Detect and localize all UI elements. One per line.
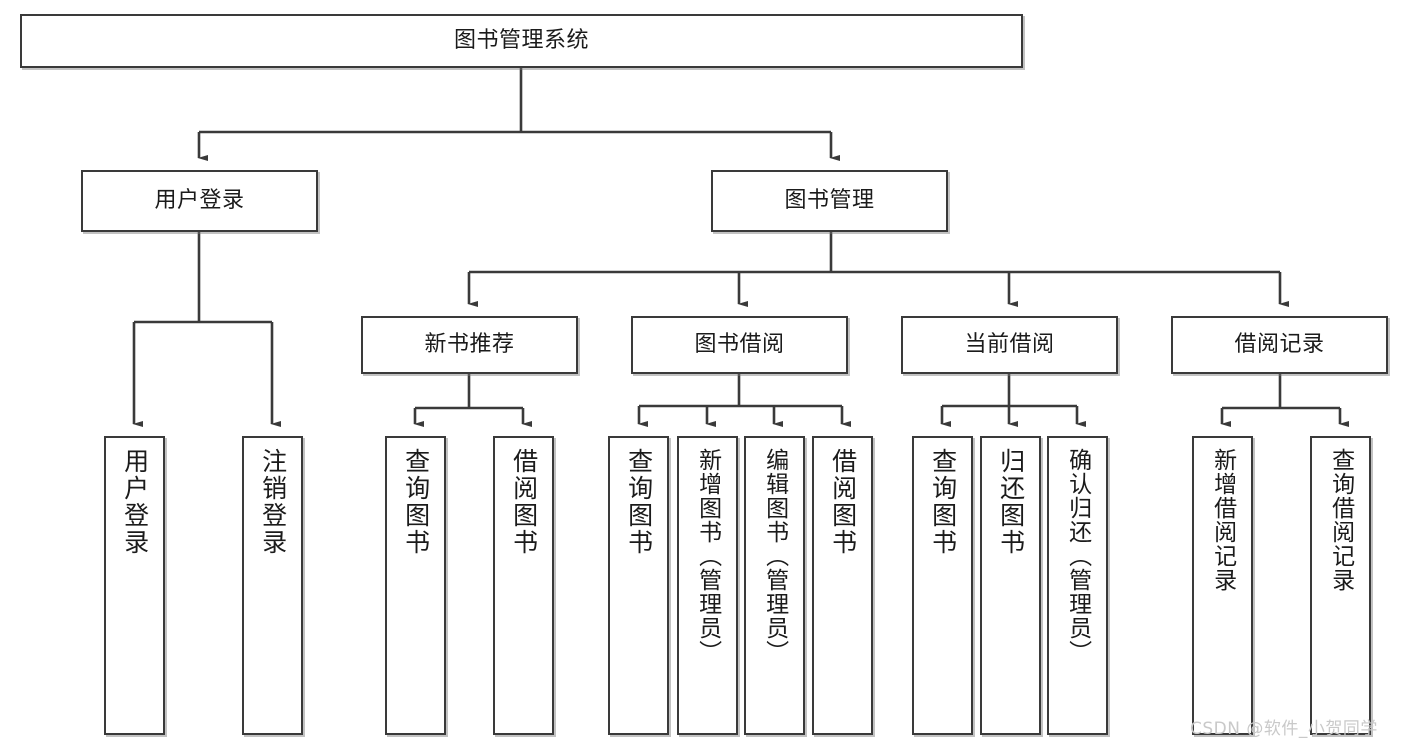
node-leaf-add-record-label: 新增借阅记录: [1209, 448, 1236, 592]
node-leaf-query-record[interactable]: 查询借阅记录: [1310, 436, 1371, 735]
node-leaf-query-book-2-label: 查询图书: [624, 448, 654, 556]
node-book-manage-label: 图书管理: [784, 187, 875, 213]
node-leaf-borrow-book-1-label: 借阅图书: [509, 448, 539, 556]
node-leaf-query-book-3-label: 查询图书: [928, 448, 958, 556]
node-root[interactable]: 图书管理系统: [20, 14, 1023, 68]
node-leaf-borrow-book-2-label: 借阅图书: [828, 448, 858, 556]
node-book-borrow-label: 图书借阅: [694, 331, 785, 357]
node-leaf-borrow-book-1[interactable]: 借阅图书: [493, 436, 554, 735]
node-leaf-add-book-label: 新增图书（管理员）: [694, 448, 721, 664]
node-leaf-borrow-book-2[interactable]: 借阅图书: [812, 436, 873, 735]
node-leaf-user-login[interactable]: 用户登录: [104, 436, 165, 735]
node-leaf-query-book-1-label: 查询图书: [401, 448, 431, 556]
node-book-borrow[interactable]: 图书借阅: [631, 316, 848, 374]
node-new-book-recommend-label: 新书推荐: [424, 331, 515, 357]
node-leaf-user-logout-label: 注销登录: [258, 448, 288, 556]
node-leaf-query-book-2[interactable]: 查询图书: [608, 436, 669, 735]
node-borrow-record[interactable]: 借阅记录: [1171, 316, 1388, 374]
node-leaf-add-book[interactable]: 新增图书（管理员）: [677, 436, 738, 735]
node-leaf-query-record-label: 查询借阅记录: [1327, 448, 1354, 592]
node-leaf-add-record[interactable]: 新增借阅记录: [1192, 436, 1253, 735]
node-current-borrow-label: 当前借阅: [964, 331, 1055, 357]
node-leaf-user-logout[interactable]: 注销登录: [242, 436, 303, 735]
node-leaf-user-login-label: 用户登录: [120, 448, 150, 556]
node-new-book-recommend[interactable]: 新书推荐: [361, 316, 578, 374]
node-borrow-record-label: 借阅记录: [1234, 331, 1325, 357]
node-root-label: 图书管理系统: [453, 27, 589, 53]
node-user-login[interactable]: 用户登录: [81, 170, 318, 232]
node-leaf-query-book-3[interactable]: 查询图书: [912, 436, 973, 735]
node-leaf-edit-book-label: 编辑图书（管理员）: [761, 448, 788, 664]
node-leaf-edit-book[interactable]: 编辑图书（管理员）: [744, 436, 805, 735]
node-leaf-return-book[interactable]: 归还图书: [980, 436, 1041, 735]
node-current-borrow[interactable]: 当前借阅: [901, 316, 1118, 374]
node-book-manage[interactable]: 图书管理: [711, 170, 948, 232]
node-leaf-confirm-return[interactable]: 确认归还（管理员）: [1047, 436, 1108, 735]
csdn-watermark: CSDN @软件_小贺同学: [1190, 719, 1378, 739]
node-leaf-confirm-return-label: 确认归还（管理员）: [1064, 448, 1091, 664]
node-leaf-query-book-1[interactable]: 查询图书: [385, 436, 446, 735]
node-user-login-label: 用户登录: [154, 187, 245, 213]
node-leaf-return-book-label: 归还图书: [996, 448, 1026, 556]
